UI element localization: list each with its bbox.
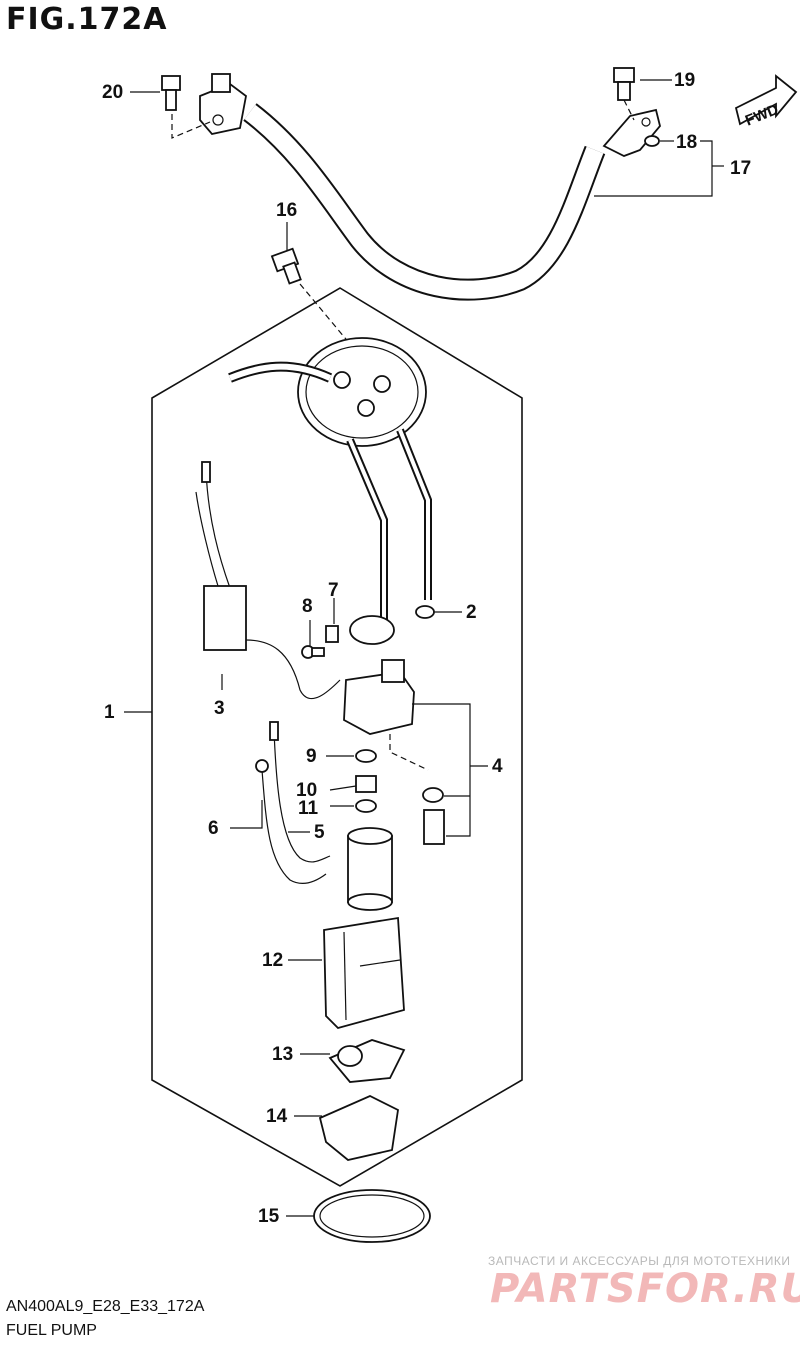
callout-15: 15 [258, 1206, 280, 1227]
callout-12: 12 [262, 950, 283, 971]
joint-10 [355, 775, 377, 793]
screw-8 [301, 645, 325, 659]
pump-holder-12 [323, 916, 405, 1030]
fwd-arrow-icon: FWD [734, 74, 798, 130]
bolt-19 [613, 67, 635, 121]
callout-6: 6 [208, 818, 219, 839]
callout-7: 7 [328, 580, 339, 601]
bolt-16 [270, 247, 351, 345]
lead-wires-5-6 [255, 721, 331, 884]
bolt-20 [161, 75, 211, 139]
assembly-outline [151, 287, 523, 1187]
watermark-tagline: ЗАПЧАСТИ И АКСЕССУАРЫ ДЛЯ МОТОТЕХНИКИ [488, 1254, 791, 1268]
callout-5: 5 [314, 822, 325, 843]
filter-13 [328, 1039, 406, 1083]
pump-flange [228, 337, 432, 620]
connector-3 [195, 461, 341, 700]
callout-20: 20 [102, 82, 123, 103]
callout-1: 1 [104, 702, 115, 723]
o-ring-2 [415, 605, 435, 619]
fuel-hose-assembly [199, 73, 661, 301]
watermark-brand: PARTSFOR.RU [490, 1266, 800, 1312]
callout-3: 3 [214, 698, 225, 719]
callout-13: 13 [272, 1044, 293, 1065]
callout-11: 11 [298, 798, 319, 819]
o-ring-11 [355, 799, 377, 813]
clip-7 [325, 625, 339, 643]
callout-14: 14 [266, 1106, 288, 1127]
o-ring-9 [355, 749, 377, 763]
cover-14 [318, 1095, 399, 1161]
callout-10: 10 [296, 780, 317, 801]
callout-17: 17 [730, 158, 751, 179]
callout-16: 16 [276, 200, 297, 221]
callout-4: 4 [492, 756, 503, 777]
fuel-pump-motor [347, 827, 393, 911]
figure-code: AN400AL9_E28_E33_172A [6, 1298, 205, 1315]
callout-9: 9 [306, 746, 317, 767]
figure-title: FIG.172A [6, 2, 168, 37]
callout-18: 18 [676, 132, 697, 153]
filter-cap [349, 615, 395, 645]
gasket-15 [313, 1189, 431, 1243]
o-ring-18 [644, 135, 660, 147]
leader-lines [124, 79, 724, 1217]
callout-19: 19 [674, 70, 695, 91]
figure-caption: FUEL PUMP [6, 1322, 97, 1339]
regulator-assembly-4 [343, 659, 445, 845]
callout-8: 8 [302, 596, 313, 617]
callout-2: 2 [466, 602, 477, 623]
